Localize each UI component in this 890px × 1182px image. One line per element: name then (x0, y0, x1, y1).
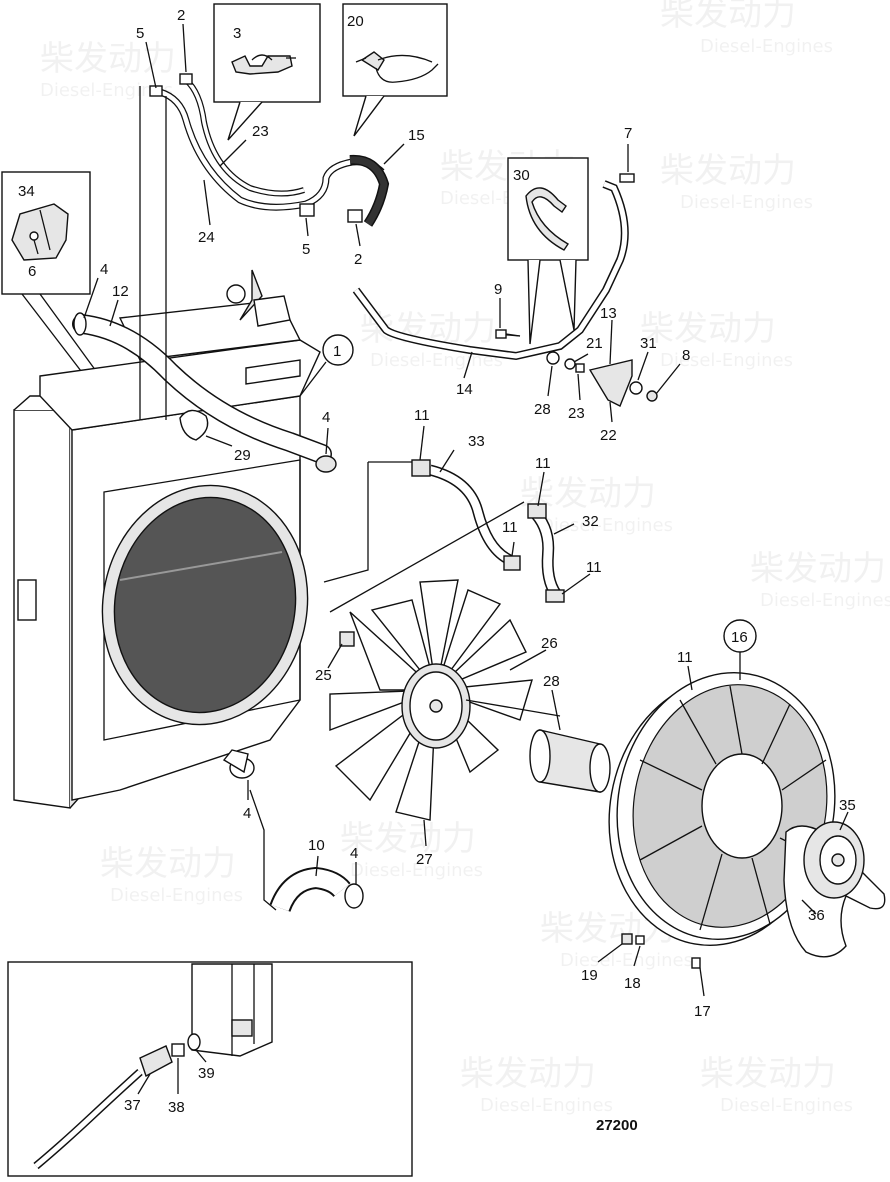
callout-6: 6 (28, 263, 36, 280)
callout-13: 13 (600, 305, 617, 322)
callout-33: 33 (468, 433, 485, 450)
hose-12 (72, 312, 337, 473)
watermark-en: Diesel-Engines (760, 590, 890, 611)
watermark-en: Diesel-Engines (560, 950, 693, 971)
callout-18: 18 (624, 975, 641, 992)
hose-10 (222, 749, 364, 913)
callout-10: 10 (308, 837, 325, 854)
callout-7: 7 (624, 125, 632, 142)
watermark-cn: 柴发动力 (640, 309, 776, 349)
callout-9: 9 (494, 281, 502, 298)
watermark-en: Diesel-Engines (680, 192, 813, 213)
callout-4: 4 (243, 805, 251, 822)
callout-34: 34 (18, 183, 35, 200)
callout-labels: 5 2 3 20 23 15 7 34 6 24 5 2 30 4 12 9 1… (18, 7, 856, 1116)
callout-15: 15 (408, 127, 425, 144)
fan-27 (329, 579, 561, 821)
callout-30: 30 (513, 167, 530, 184)
callout-11: 11 (586, 559, 602, 576)
callout-3: 3 (233, 25, 241, 42)
detail-box-bracket-34 (1, 171, 91, 295)
watermark-en: Diesel-Engines (370, 350, 503, 371)
callout-1: 1 (333, 343, 341, 360)
watermark-en: Diesel-Engines (700, 36, 833, 57)
pipe-14 (352, 173, 658, 407)
diagram-id-label: 27200 (596, 1117, 638, 1134)
callout-36: 36 (808, 907, 825, 924)
callout-8: 8 (682, 347, 690, 364)
callout-2: 2 (354, 251, 362, 268)
callout-11: 11 (414, 407, 430, 424)
watermark-en: Diesel-Engines (350, 860, 483, 881)
callout-23: 23 (568, 405, 585, 422)
detail-box-clamp-3 (213, 3, 321, 141)
detail-box-clip-30 (507, 157, 589, 345)
callout-17: 17 (694, 1003, 711, 1020)
callout-16: 16 (731, 629, 748, 646)
watermark-en: Diesel-Engines (540, 515, 673, 536)
callout-5: 5 (302, 241, 310, 258)
callout-21: 21 (586, 335, 603, 352)
callout-35: 35 (839, 797, 856, 814)
callout-11: 11 (502, 519, 518, 536)
hose-33 (411, 459, 521, 571)
spacer-28 (529, 729, 611, 793)
watermark-cn: 柴发动力 (700, 1054, 836, 1094)
callout-28: 28 (534, 401, 551, 418)
callout-37: 37 (124, 1097, 141, 1114)
callout-24: 24 (198, 229, 215, 246)
callout-12: 12 (112, 283, 129, 300)
fan-shroud-16 (608, 672, 836, 946)
callout-11: 11 (677, 649, 693, 666)
callout-39: 39 (198, 1065, 215, 1082)
watermark-en: Diesel-Engines (720, 1095, 853, 1116)
callout-32: 32 (582, 513, 599, 530)
callout-11: 11 (535, 455, 551, 472)
pulley-35 (803, 821, 865, 899)
watermark-en: Diesel-Engines (660, 350, 793, 371)
radiator (13, 269, 321, 809)
watermark-en: Diesel-Engines (110, 885, 243, 906)
watermark-cn: 柴发动力 (460, 1054, 596, 1094)
callout-circle (723, 619, 757, 653)
callout-23: 23 (252, 123, 269, 140)
watermark-cn: 柴发动力 (100, 844, 236, 884)
callout-4: 4 (350, 845, 358, 862)
callout-4: 4 (100, 261, 108, 278)
callout-20: 20 (347, 13, 364, 30)
callout-19: 19 (581, 967, 598, 984)
callout-4: 4 (322, 409, 330, 426)
watermark-en: Diesel-Engines (480, 1095, 613, 1116)
callout-22: 22 (600, 427, 617, 444)
callout-2: 2 (177, 7, 185, 24)
callout-14: 14 (456, 381, 473, 398)
fasteners (339, 329, 701, 969)
callout-5: 5 (136, 25, 144, 42)
watermark-cn: 柴发动力 (660, 151, 796, 191)
hose-15 (349, 154, 390, 227)
watermark-cn: 柴发动力 (660, 0, 796, 34)
leader-lines (83, 23, 849, 1095)
callout-38: 38 (168, 1099, 185, 1116)
hose-32 (527, 503, 565, 603)
callout-29: 29 (234, 447, 251, 464)
callout-circle (322, 334, 354, 366)
watermark-cn: 柴发动力 (340, 819, 476, 859)
callout-25: 25 (315, 667, 332, 684)
detail-box-clamp-20 (342, 3, 448, 137)
callout-27: 27 (416, 851, 433, 868)
detail-box-drain-hose (7, 961, 413, 1177)
callout-26: 26 (541, 635, 558, 652)
watermark-cn: 柴发动力 (40, 39, 176, 79)
callout-28: 28 (543, 673, 560, 690)
watermark-cn: 柴发动力 (750, 549, 886, 589)
callout-31: 31 (640, 335, 657, 352)
